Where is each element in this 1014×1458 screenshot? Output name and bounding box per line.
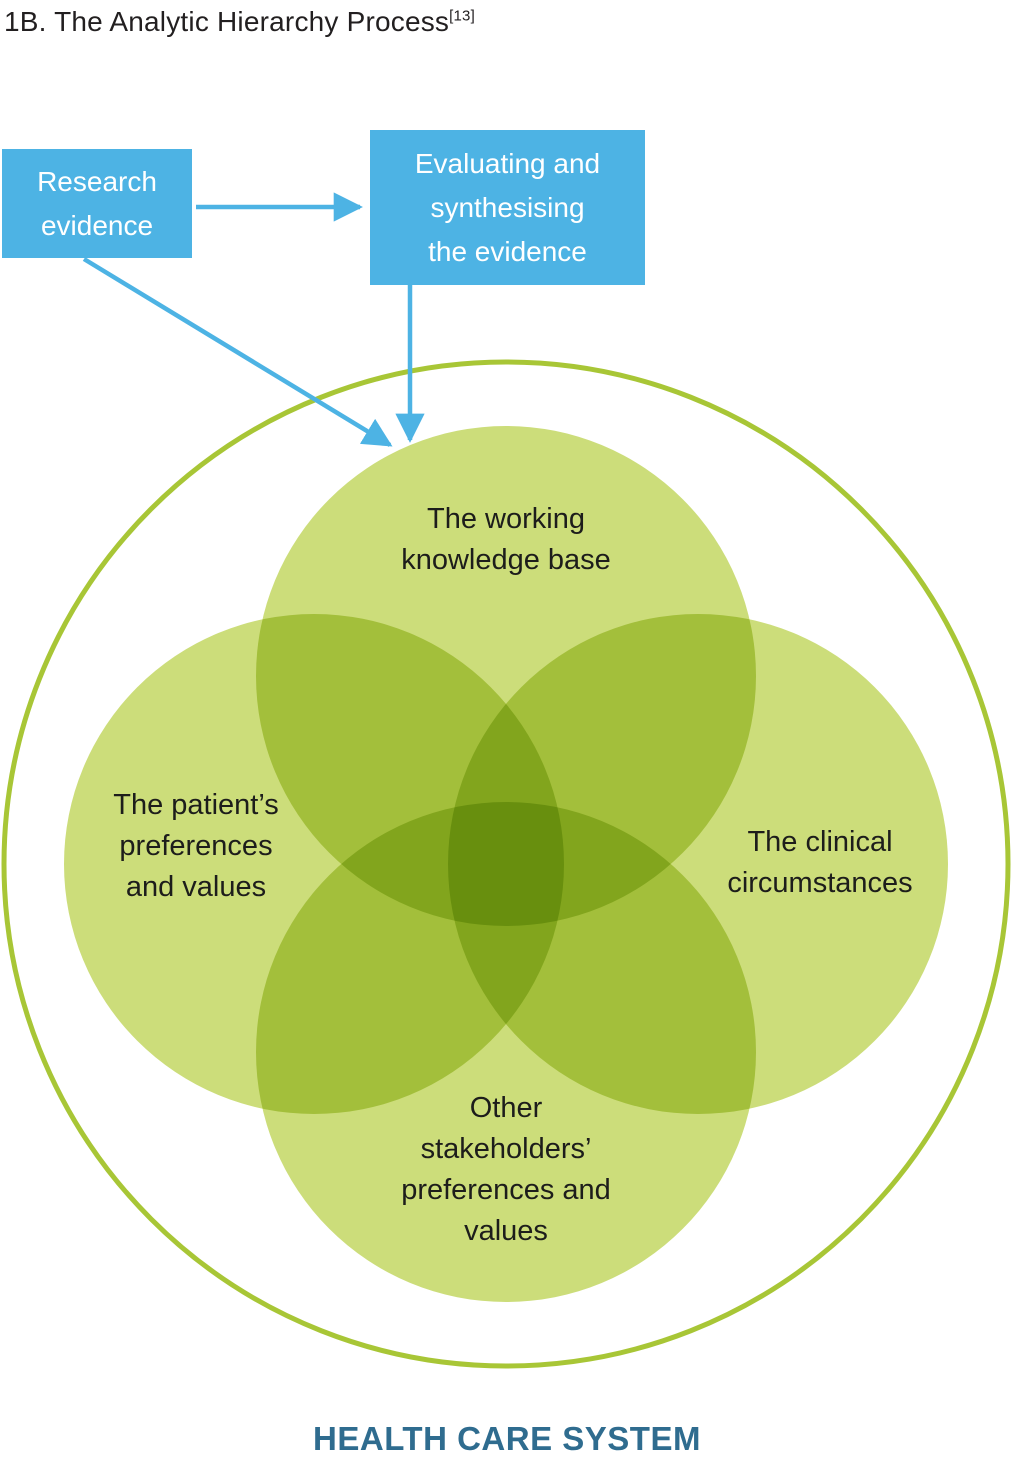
label-line: Other — [469, 1092, 543, 1124]
label-line: The clinical — [747, 826, 893, 858]
label-line: and values — [125, 871, 267, 903]
label-other-stakeholders: Other stakeholders’ preferences and valu… — [336, 1088, 676, 1252]
evaluating-box-line: synthesising — [430, 191, 585, 223]
venn-circle-stakeholder-preferences — [256, 802, 756, 1302]
health-care-system-caption: HEALTH CARE SYSTEM — [313, 1420, 701, 1457]
research-box-line: evidence — [40, 209, 154, 241]
label-line: preferences and — [401, 1174, 611, 1206]
page-title-text: 1B. The Analytic Hierarchy Process — [4, 6, 450, 37]
health-care-system-ring — [1, 359, 1011, 1369]
page-title: 1B. The Analytic Hierarchy Process[13] — [4, 6, 475, 38]
label-patient-preferences: The patient’s preferences and values — [36, 785, 356, 908]
label-working-knowledge-base: The working knowledge base — [306, 499, 706, 581]
label-line: knowledge base — [401, 544, 611, 576]
label-line: values — [464, 1215, 548, 1247]
label-line: The patient’s — [113, 789, 279, 821]
label-line: preferences — [119, 830, 273, 862]
label-line: The working — [427, 503, 585, 535]
evaluating-box-line: the evidence — [428, 235, 587, 267]
research-evidence-box: Research evidence — [2, 149, 192, 258]
research-box-line: Research — [37, 165, 157, 197]
label-clinical-circumstances: The clinical circumstances — [660, 822, 980, 904]
arrow-diagonal-icon — [82, 257, 393, 447]
evaluating-box-line: Evaluating and — [414, 147, 601, 179]
reference-superscript: [13] — [449, 7, 475, 25]
evaluating-synthesising-box: Evaluating and synthesising the evidence — [370, 130, 645, 285]
label-line: circumstances — [727, 867, 913, 899]
label-line: stakeholders’ — [420, 1133, 592, 1165]
